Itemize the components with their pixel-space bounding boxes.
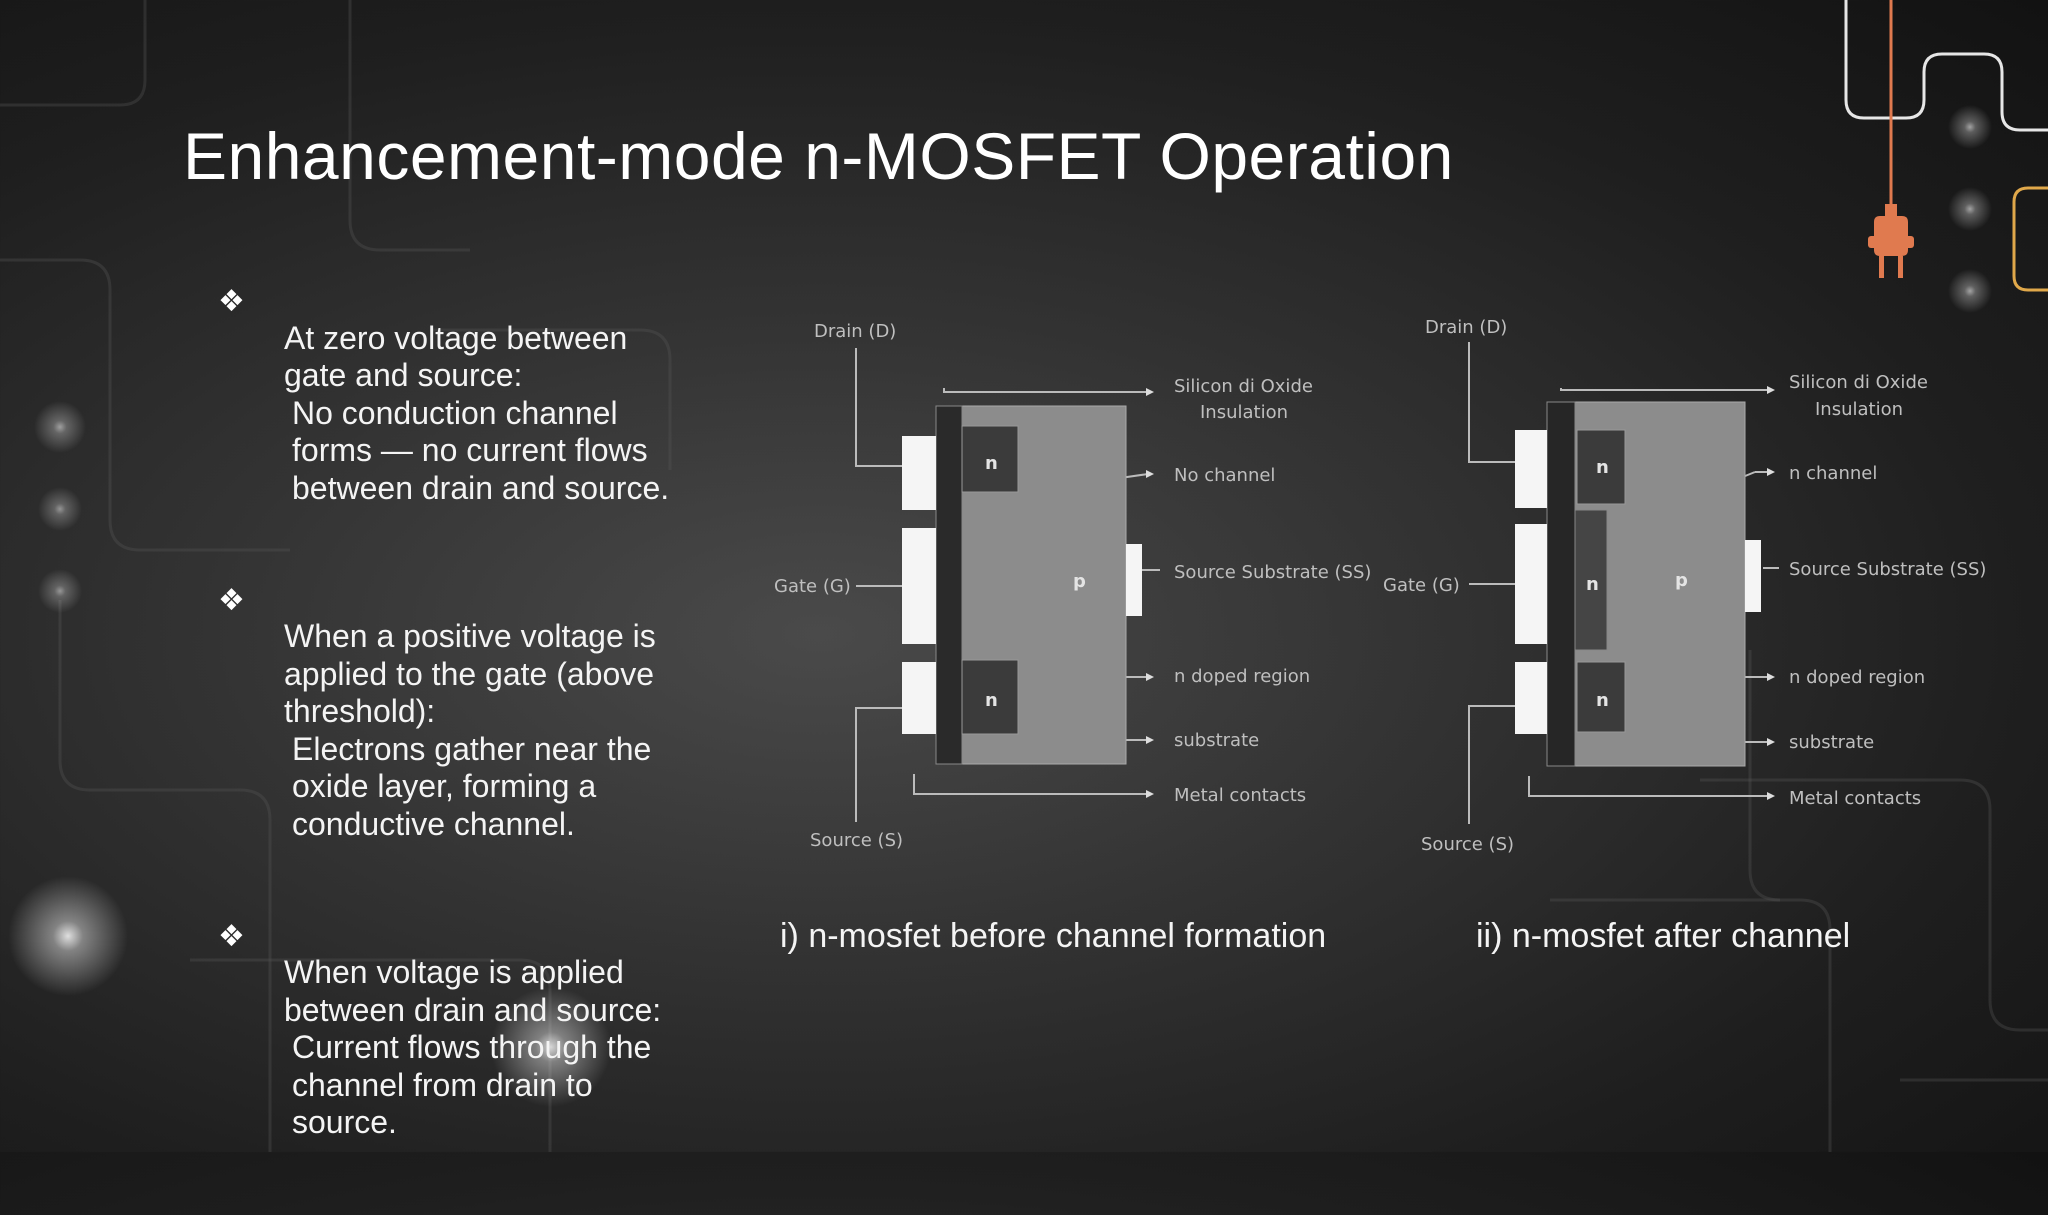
metal-contacts-label: Metal contacts	[1789, 788, 1921, 809]
bullet-lead: At zero voltage between gate and source:	[284, 319, 628, 394]
bullet-detail: No conduction channel forms — no current…	[292, 394, 670, 506]
drain-label: Drain (D)	[814, 321, 896, 342]
n-region-top: n	[985, 453, 998, 474]
gate-label: Gate (G)	[774, 576, 851, 597]
background-circuit-traces	[0, 0, 2048, 1152]
bullet-detail: Current flows through the channel from d…	[292, 1029, 652, 1140]
oxide-label-line2: Insulation	[1200, 402, 1288, 423]
n-region-bottom: n	[1596, 690, 1609, 711]
bullet-lead: When a positive voltage is applied to th…	[284, 618, 656, 729]
bullet-detail: Electrons gather near the oxide layer, f…	[292, 730, 652, 842]
mosfet-diagram-before: Drain (D) Gate (G) Source (S) Silicon di…	[760, 300, 1380, 865]
channel-label: n channel	[1789, 463, 1877, 484]
p-region: p	[1073, 571, 1086, 592]
substrate-terminal-label: Source Substrate (SS)	[1174, 562, 1371, 583]
source-label: Source (S)	[1421, 834, 1514, 855]
substrate-label: substrate	[1174, 730, 1259, 751]
mosfet-diagram-after: Drain (D) Gate (G) Source (S) Silicon di…	[1375, 300, 1995, 865]
metal-contacts-label: Metal contacts	[1174, 785, 1306, 806]
channel-label: No channel	[1174, 465, 1275, 486]
bullet-item: ❖ When a positive voltage is applied to …	[218, 581, 698, 881]
source-label: Source (S)	[810, 830, 903, 851]
slide-title: Enhancement-mode n-MOSFET Operation	[183, 119, 1454, 193]
n-doped-label: n doped region	[1789, 667, 1925, 688]
p-region: p	[1675, 570, 1688, 591]
bullet-item: ❖ At zero voltage between gate and sourc…	[218, 282, 698, 545]
n-region-bottom: n	[985, 690, 998, 711]
n-channel-region: n	[1586, 574, 1599, 595]
gate-label: Gate (G)	[1383, 575, 1460, 596]
drain-label: Drain (D)	[1425, 317, 1507, 338]
substrate-label: substrate	[1789, 732, 1874, 753]
diamond-bullet-icon: ❖	[218, 285, 245, 318]
oxide-label: Silicon di Oxide	[1789, 372, 1928, 393]
oxide-label-line2: Insulation	[1815, 399, 1903, 420]
substrate-terminal-label: Source Substrate (SS)	[1789, 559, 1986, 580]
bullet-lead: When voltage is applied between drain an…	[284, 954, 662, 1028]
n-doped-label: n doped region	[1174, 666, 1310, 687]
caption-before: i) n-mosfet before channel formation	[780, 917, 1327, 955]
oxide-label: Silicon di Oxide	[1174, 376, 1313, 397]
diamond-bullet-icon: ❖	[218, 919, 245, 953]
bullet-list: ❖ At zero voltage between gate and sourc…	[218, 282, 698, 1215]
plug-wire-decoration	[1844, 0, 2048, 292]
diamond-bullet-icon: ❖	[218, 583, 245, 617]
bullet-item: ❖ When voltage is applied between drain …	[218, 917, 698, 1180]
caption-after: ii) n-mosfet after channel formation	[1476, 917, 1851, 955]
plug-icon	[1868, 204, 1914, 278]
n-region-top: n	[1596, 457, 1609, 478]
